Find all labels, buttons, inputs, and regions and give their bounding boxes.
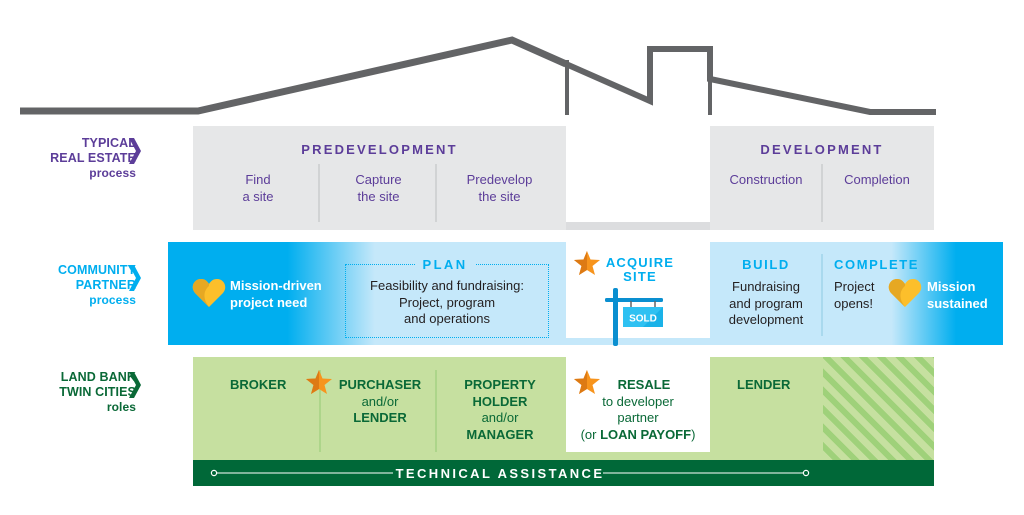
- community-left-band: [168, 242, 566, 345]
- text-line: SITE: [623, 269, 657, 284]
- step-capture-site: Capture the site: [320, 172, 437, 205]
- acquire-site-text: ACQUIRE SITE: [600, 256, 680, 284]
- text-line: ACQUIRE: [605, 255, 675, 270]
- technical-assistance-line: [210, 469, 810, 477]
- house-roof-outline: [20, 36, 936, 115]
- step-find-site: Find a site: [203, 172, 313, 205]
- text-line: opens!: [834, 295, 874, 311]
- text-fragment: (or: [580, 426, 601, 442]
- star-icon: [306, 370, 332, 394]
- text-line: PURCHASER: [338, 377, 422, 392]
- step-line: a site: [242, 188, 274, 204]
- text-line: Mission: [927, 279, 976, 294]
- middle-grey-strip: [566, 222, 710, 230]
- row-label-line2: REAL ESTATE: [50, 151, 136, 165]
- divider: [319, 370, 321, 452]
- text-line: MANAGER: [466, 426, 534, 442]
- plan-title-bg: PLAN: [415, 256, 475, 274]
- plan-title: PLAN: [422, 257, 468, 272]
- development-title: DEVELOPMENT: [760, 142, 884, 157]
- community-right-band: [710, 242, 1003, 345]
- star-icon: [574, 370, 600, 394]
- landbank-left-panel: [193, 357, 566, 460]
- step-completion: Completion: [844, 172, 910, 187]
- landbank-lender-panel: [710, 357, 823, 460]
- row-label-sub: process: [89, 166, 136, 180]
- text-line: and program: [729, 295, 803, 311]
- technical-assistance-label: TECHNICAL ASSISTANCE: [395, 466, 605, 481]
- landbank-middle-strip: [566, 452, 710, 460]
- step-line: Find: [245, 172, 271, 187]
- chevron-right-icon: [129, 138, 141, 164]
- text-line: to developer: [602, 393, 674, 409]
- step-line: the site: [478, 188, 521, 204]
- role-broker: BROKER: [230, 377, 287, 392]
- text-line: development: [728, 312, 804, 327]
- landbank-striped-panel: [823, 357, 934, 460]
- divider: [318, 164, 320, 222]
- mission-driven-text: Mission-driven project need: [230, 278, 322, 311]
- text-fragment: ): [691, 426, 696, 442]
- text-line: Fundraising: [732, 279, 800, 294]
- heart-icon: [888, 279, 922, 307]
- step-construction: Construction: [729, 172, 803, 187]
- step-line: Predevelop: [466, 172, 533, 187]
- roof-right-slope: [564, 46, 936, 115]
- chevron-right-icon: [129, 265, 141, 291]
- row-label-typical: TYPICAL REAL ESTATE process: [50, 136, 136, 181]
- role-purchaser-lender: PURCHASER and/or LENDER: [330, 377, 430, 427]
- text-line: partner: [617, 410, 659, 425]
- text-line: HOLDER: [472, 393, 528, 409]
- row-label-line2: PARTNER: [75, 278, 136, 292]
- text-line: Feasibility and fundraising:: [370, 278, 524, 293]
- role-resale: RESALE to developer partner (or LOAN PAY…: [566, 377, 710, 443]
- text-line: sustained: [927, 295, 988, 311]
- chevron-right-icon: [129, 372, 141, 398]
- row-label-line1: COMMUNITY: [58, 263, 136, 277]
- divider: [821, 254, 823, 336]
- predevelopment-title: PREDEVELOPMENT: [301, 142, 458, 157]
- text-line: and/or: [481, 410, 519, 425]
- row-label-line1: TYPICAL: [81, 136, 136, 150]
- row-label-community: COMMUNITY PARTNER process: [58, 263, 136, 308]
- divider: [821, 164, 823, 222]
- build-description: Fundraising and program development: [712, 279, 820, 329]
- plan-description: Feasibility and fundraising: Project, pr…: [345, 278, 549, 328]
- step-line: Capture: [355, 172, 402, 187]
- row-label-sub: process: [89, 293, 136, 307]
- loan-payoff-text: LOAN PAYOFF: [600, 426, 692, 442]
- text-line: Project, program: [398, 294, 496, 310]
- roof-left-slope: [20, 36, 568, 115]
- text-line: Project: [834, 279, 875, 294]
- divider: [435, 164, 437, 222]
- row-label-sub: roles: [106, 400, 136, 414]
- row-label-landbank: LAND BANK TWIN CITIES roles: [59, 370, 136, 415]
- complete-title: COMPLETE: [834, 257, 920, 272]
- step-predevelop-site: Predevelop the site: [437, 172, 562, 205]
- community-middle-strip: [566, 338, 710, 345]
- row-label-line1: LAND BANK: [60, 370, 136, 384]
- role-property-holder-manager: PROPERTY HOLDER and/or MANAGER: [445, 377, 555, 443]
- text-line: RESALE: [617, 377, 671, 392]
- row-label-line2: TWIN CITIES: [59, 385, 136, 399]
- text-line: Mission-driven: [230, 278, 322, 293]
- sold-sign-text: SOLD: [629, 314, 657, 325]
- text-line: LENDER: [353, 410, 407, 425]
- text-line: and/or: [361, 393, 399, 409]
- mission-sustained-text: Mission sustained: [927, 279, 988, 312]
- divider: [435, 370, 437, 452]
- predevelopment-panel: [193, 126, 566, 230]
- build-title: BUILD: [742, 257, 790, 272]
- step-line: the site: [357, 188, 400, 204]
- text-line: PROPERTY: [464, 377, 536, 392]
- text-line: and operations: [403, 311, 490, 326]
- star-icon: [574, 251, 600, 275]
- role-lender: LENDER: [737, 377, 791, 392]
- text-line: project need: [230, 294, 308, 310]
- sold-sign-icon: SOLD: [605, 288, 663, 346]
- heart-icon: [192, 279, 226, 307]
- complete-description: Project opens!: [834, 279, 874, 312]
